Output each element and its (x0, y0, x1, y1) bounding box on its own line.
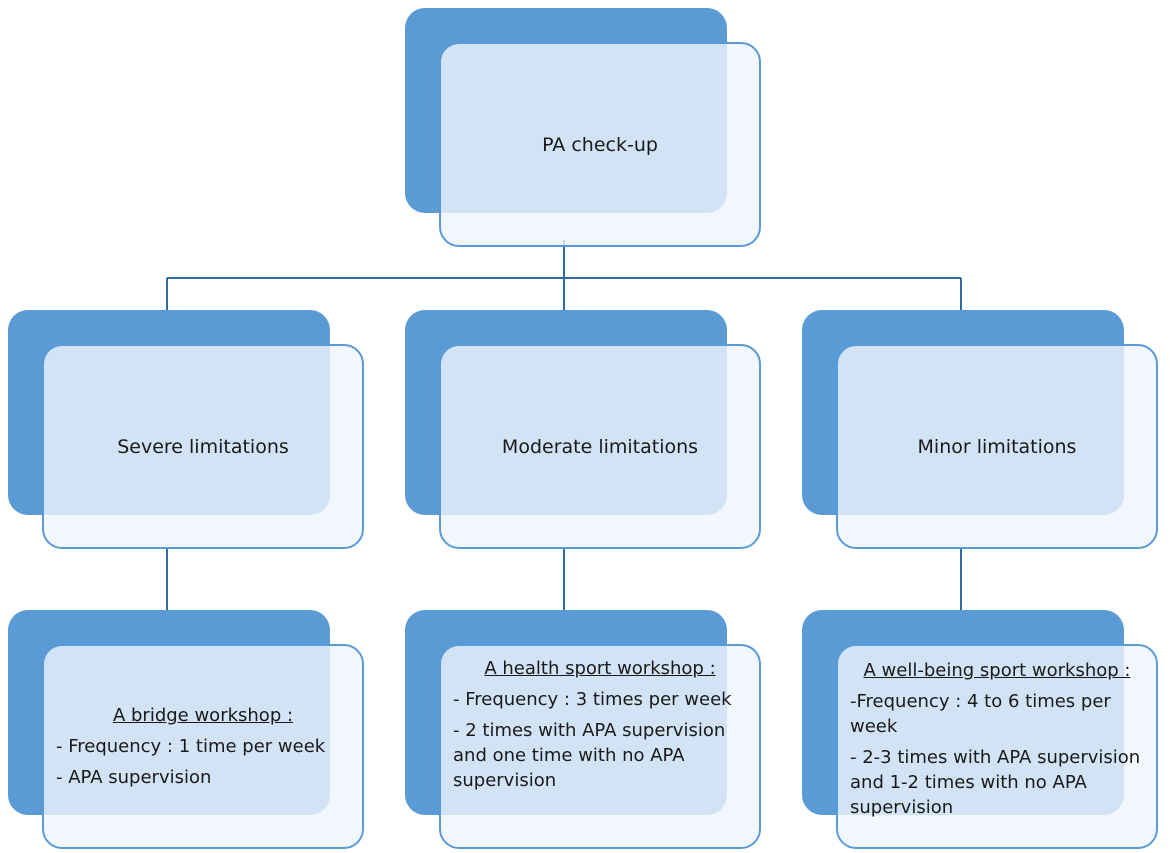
workshop-item: - 2 times with APA supervision and one t… (453, 720, 726, 791)
category-label-moderate: Moderate limitations (501, 435, 699, 458)
workshop-title-wellbeing: A well-being sport workshop : (863, 660, 1131, 681)
workshop-items: -Frequency : 4 to 6 times per week - 2-3… (850, 689, 1144, 820)
workshop-title-health: A health sport workshop : (484, 658, 716, 679)
workshop-item: - Frequency : 3 times per week (453, 689, 732, 710)
workshop-node-box: A health sport workshop : - Frequency : … (439, 644, 761, 849)
workshop-content: A health sport workshop : - Frequency : … (441, 646, 759, 793)
workshop-items: - Frequency : 3 times per week - 2 times… (453, 687, 747, 793)
category-node-box: Severe limitations (42, 344, 364, 549)
category-node-box: Moderate limitations (439, 344, 761, 549)
workshop-item: - 2-3 times with APA supervision and 1-2… (850, 747, 1141, 818)
workshop-items: - Frequency : 1 time per week - APA supe… (56, 734, 350, 790)
workshop-content: A well-being sport workshop : -Frequency… (838, 646, 1156, 820)
root-label: PA check-up (542, 133, 658, 156)
workshop-item: -Frequency : 4 to 6 times per week (850, 691, 1111, 737)
workshop-node-box: A bridge workshop : - Frequency : 1 time… (42, 644, 364, 849)
category-node-box: Minor limitations (836, 344, 1158, 549)
workshop-content: A bridge workshop : - Frequency : 1 time… (44, 646, 362, 790)
root-node-box: PA check-up (439, 42, 761, 247)
category-label-severe: Severe limitations (117, 435, 289, 458)
workshop-node-box: A well-being sport workshop : -Frequency… (836, 644, 1158, 849)
workshop-item: - Frequency : 1 time per week (56, 736, 326, 757)
workshop-item: - APA supervision (56, 767, 212, 788)
category-label-minor: Minor limitations (917, 435, 1077, 458)
workshop-title-bridge: A bridge workshop : (112, 705, 294, 726)
